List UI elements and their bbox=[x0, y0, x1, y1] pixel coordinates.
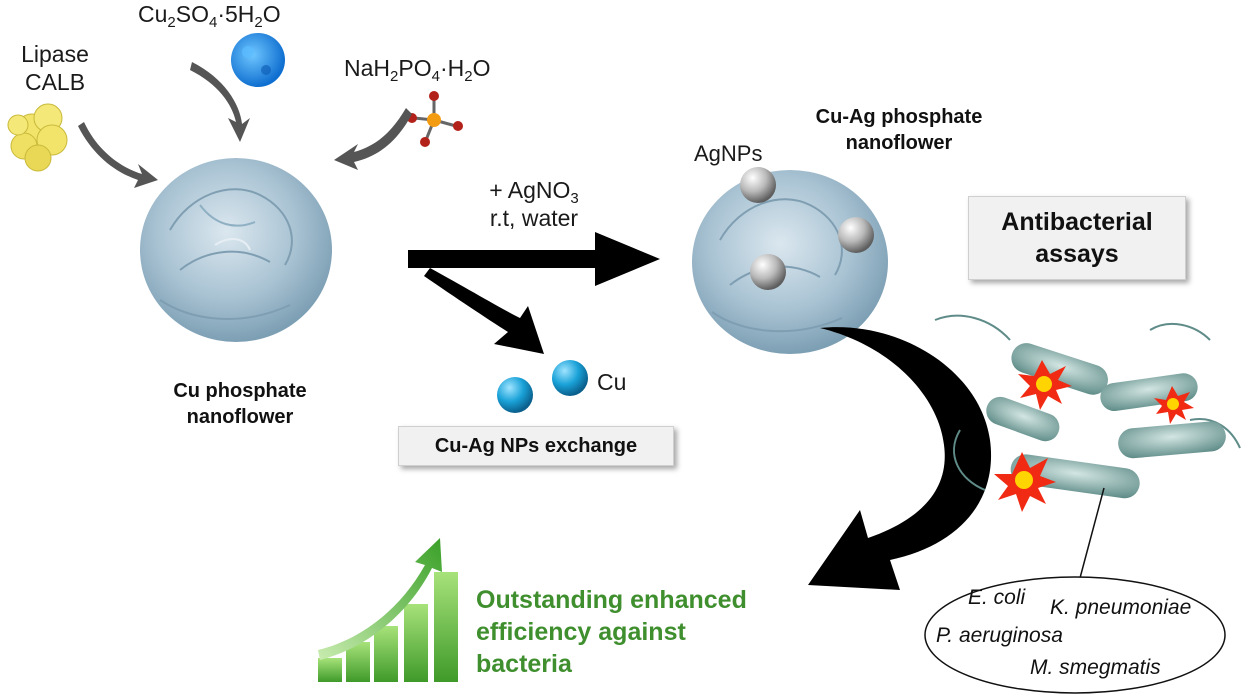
copper-sulfate-crystal-icon bbox=[231, 33, 285, 87]
reagent-agno3: + AgNO3 bbox=[489, 177, 579, 207]
exchange-box: Cu-Ag NPs exchange bbox=[398, 426, 674, 466]
reagent-arrows bbox=[78, 62, 412, 188]
reaction-conditions-text: r.t, water bbox=[489, 205, 579, 231]
silver-nanoparticle-icon bbox=[740, 167, 776, 203]
lipase-molecule-icon bbox=[7, 103, 68, 172]
reaction-arrow bbox=[408, 232, 660, 286]
copper-sulfate-formula: Cu2SO4·5H2O bbox=[138, 1, 281, 31]
growth-chart-icon bbox=[318, 538, 458, 682]
assay-result-arrow bbox=[808, 327, 992, 590]
species-e-coli: E. coli bbox=[968, 586, 1026, 609]
cu-phosphate-nanoflower-icon bbox=[140, 158, 332, 342]
cu-ag-phosphate-nanoflower-label: Cu-Ag phosphate nanoflower bbox=[815, 106, 983, 154]
phosphate-molecule-icon bbox=[407, 91, 463, 147]
species-leader-line bbox=[1079, 487, 1105, 579]
lipase-label-line1: Lipase bbox=[21, 41, 89, 67]
sodium-phosphate-formula: NaH2PO4·H2O bbox=[344, 55, 491, 85]
agnps-label: AgNPs bbox=[694, 141, 763, 166]
copper-sphere-icon bbox=[552, 360, 588, 396]
cu-release-arrow bbox=[424, 268, 544, 354]
outcome-text: Outstanding enhanced efficiency against … bbox=[476, 586, 747, 678]
silver-nanoparticle-icon bbox=[750, 254, 786, 290]
silver-nanoparticle-icon bbox=[838, 217, 874, 253]
antibacterial-assays-box: Antibacterial assays bbox=[968, 196, 1186, 280]
lipase-label: Lipase CALB bbox=[10, 40, 100, 96]
cu-ag-phosphate-nanoflower-icon bbox=[692, 170, 888, 354]
species-m-smegmatis: M. smegmatis bbox=[1030, 656, 1161, 679]
species-ellipse bbox=[924, 576, 1226, 694]
copper-sphere-icon bbox=[497, 377, 533, 413]
species-p-aeruginosa: P. aeruginosa bbox=[936, 624, 1063, 647]
reaction-conditions: + AgNO3 r.t, water bbox=[464, 176, 604, 232]
cu-phosphate-nanoflower-label: Cu phosphate nanoflower bbox=[173, 380, 307, 428]
species-k-pneumoniae: K. pneumoniae bbox=[1050, 596, 1192, 619]
cu-label: Cu bbox=[597, 369, 627, 395]
lipase-label-line2: CALB bbox=[24, 69, 86, 95]
bacteria-damage-burst-icon bbox=[994, 360, 1194, 512]
